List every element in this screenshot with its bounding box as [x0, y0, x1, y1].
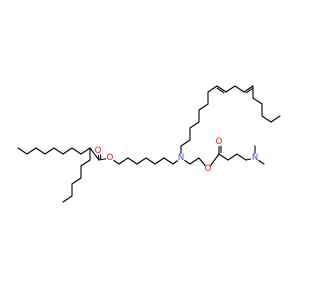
ethyl-linker-bond [189, 157, 200, 165]
molecule-canvas: O O N O O N [17, 85, 281, 203]
octyl-branch-bond [62, 147, 73, 155]
svg-text:O: O [95, 146, 102, 156]
cis-alkene-bond [216, 85, 227, 93]
octylene-linker-bond [154, 157, 165, 165]
octyl-branch-bond [26, 147, 37, 155]
hexyl-branch-bond [62, 195, 73, 203]
cis-alkene-bond [243, 85, 254, 93]
linoleyl-chain-bond [198, 103, 209, 111]
cis-alkene-bond [245, 87, 254, 94]
linoleyl-tail-bond [270, 115, 281, 123]
svg-text:O: O [107, 153, 114, 163]
hexyl-branch-bond [71, 177, 82, 185]
linoleyl-chain-bond [180, 139, 191, 147]
octyl-branch-bond [71, 147, 82, 155]
octyl-branch-bond [35, 147, 46, 155]
octyl-branch-bond [53, 147, 64, 155]
octyl-branch-bond [17, 147, 28, 155]
octylene-linker-bond [145, 157, 156, 165]
svg-text:O: O [216, 137, 223, 147]
svg-text:N: N [178, 153, 184, 163]
octylene-linker-bond [136, 157, 147, 165]
atom-dimethylamino-nitrogen: N [250, 153, 260, 163]
hexyl-branch-bond [80, 159, 91, 167]
linoleyl-chain-bond [189, 121, 200, 129]
butanoyl-chain-bond [218, 153, 229, 161]
alpha-carbonyl-bond [89, 147, 100, 161]
atom-label-layer: O O N O O N [93, 137, 260, 174]
octylene-linker-bond [163, 157, 174, 165]
atom-linker-ester-oxygen: O [203, 164, 213, 174]
atom-linker-carbonyl-oxygen: O [214, 137, 224, 147]
atom-tertiary-amine-nitrogen: N [176, 153, 186, 163]
svg-text:O: O [205, 164, 212, 174]
linoleyl-chain-bond [207, 85, 218, 93]
butanoyl-chain-bond [236, 153, 247, 161]
bond-layer [17, 85, 281, 203]
svg-text:N: N [252, 153, 258, 163]
linoleyl-tail-bond [261, 115, 272, 123]
octylene-linker-bond [127, 157, 138, 165]
cis-alkene-bond [216, 87, 225, 94]
molecule-structure: O O N O O N [17, 85, 281, 203]
octyl-branch-bond [80, 147, 91, 155]
linoleyl-chain-bond [225, 85, 236, 93]
linoleyl-tail-bond [252, 97, 263, 105]
atom-ester-carbonyl-oxygen: O [93, 146, 103, 156]
octyl-branch-bond [44, 147, 55, 155]
linoleyl-chain-bond [234, 85, 245, 93]
octylene-linker-bond [118, 157, 129, 165]
atom-ester-oxygen: O [105, 153, 115, 163]
butanoyl-chain-bond [227, 153, 238, 161]
